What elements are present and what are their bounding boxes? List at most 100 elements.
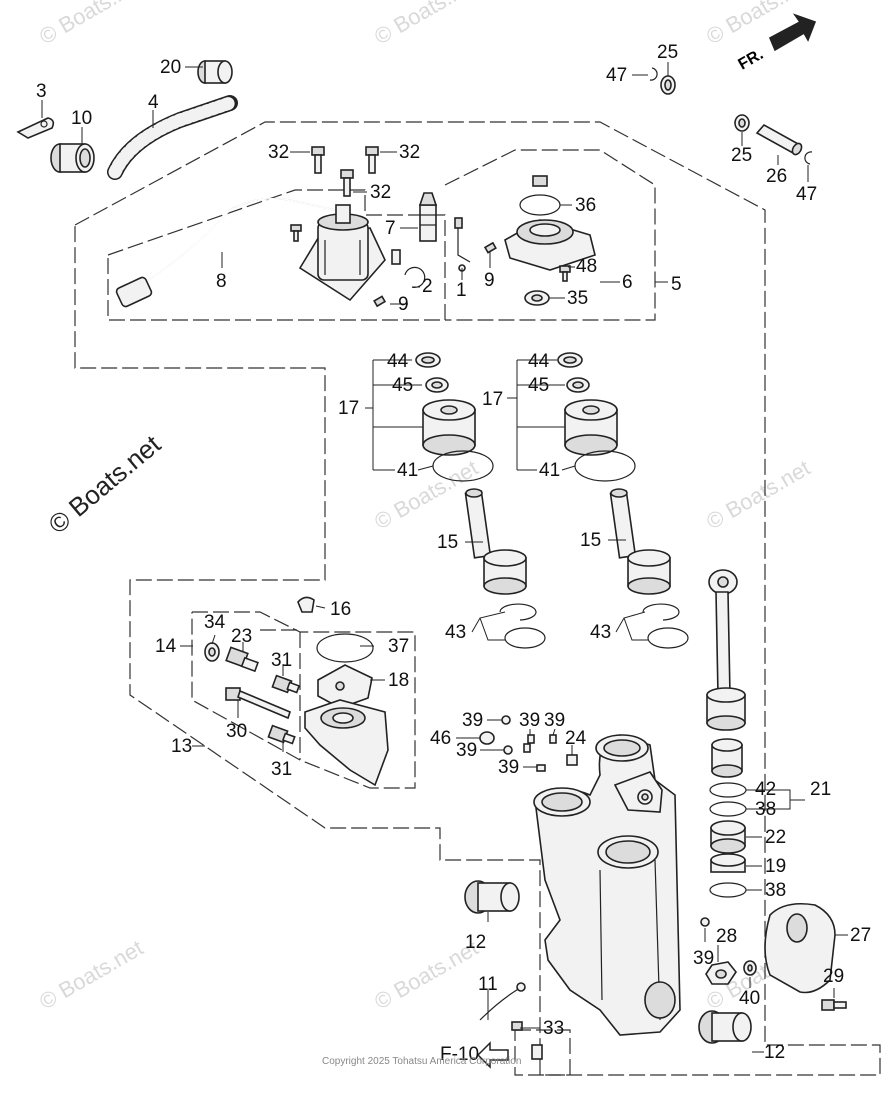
copyright-text: Copyright 2025 Tohatsu America Corporati… <box>322 1056 521 1067</box>
label-part-21: 21 <box>810 779 831 800</box>
label-part-40: 40 <box>739 988 760 1009</box>
label-part-42: 42 <box>755 779 776 800</box>
label-part-41: 41 <box>397 460 418 481</box>
label-part-39: 39 <box>544 710 565 731</box>
label-part-45: 45 <box>528 375 549 396</box>
part-wire-11 <box>479 982 526 1021</box>
part-sleeve-20 <box>197 60 233 84</box>
part-clip-2 <box>391 249 426 288</box>
label-part-39: 39 <box>693 948 714 969</box>
part-screw-48 <box>559 265 571 282</box>
part-motor-harness-8 <box>115 198 336 308</box>
watermark-main: © Boats.net <box>43 429 167 540</box>
label-part-39: 39 <box>519 710 540 731</box>
part-bolt-32-b <box>365 146 379 174</box>
boundary-assembly-5 <box>74 121 881 1076</box>
leader-lines <box>41 62 848 1053</box>
part-valve-23 <box>225 646 259 673</box>
label-part-24: 24 <box>565 728 587 749</box>
label-part-28: 28 <box>716 926 737 947</box>
part-pin-9-a <box>483 241 497 254</box>
label-part-46: 46 <box>430 728 451 749</box>
label-part-39: 39 <box>462 710 483 731</box>
part-clip-47-a <box>649 67 658 81</box>
part-collar-25-a <box>660 75 676 95</box>
part-plate-18 <box>317 664 373 709</box>
label-part-15: 15 <box>580 530 601 551</box>
label-part-17: 17 <box>338 398 359 419</box>
watermark: © Boats.net <box>702 455 814 534</box>
part-seal-36 <box>519 175 561 216</box>
label-part-31: 31 <box>271 759 292 780</box>
label-part-36: 36 <box>575 195 596 216</box>
callout-labels: 3 10 4 20 32 32 32 7 8 2 9 1 9 36 48 35 … <box>36 42 871 1063</box>
label-part-12: 12 <box>465 932 486 953</box>
label-part-1: 1 <box>456 280 467 301</box>
label-part-32: 32 <box>399 142 420 163</box>
label-part-43: 43 <box>590 622 611 643</box>
label-part-22: 22 <box>765 827 786 848</box>
label-part-44: 44 <box>528 351 550 372</box>
part-grommet-12-a <box>464 880 520 914</box>
part-motor-7 <box>298 204 386 302</box>
ref-label: F-10 <box>440 1044 479 1065</box>
label-part-7: 7 <box>385 218 396 239</box>
label-part-29: 29 <box>823 966 844 987</box>
part-nut-34 <box>204 642 220 662</box>
label-part-32: 32 <box>370 182 391 203</box>
part-washer-40 <box>743 960 757 976</box>
label-part-5: 5 <box>671 274 682 295</box>
label-part-4: 4 <box>148 92 159 113</box>
label-part-32: 32 <box>268 142 289 163</box>
part-cylinder-body <box>533 734 681 1036</box>
label-part-25: 25 <box>657 42 678 63</box>
label-part-16: 16 <box>330 599 351 620</box>
label-part-47: 47 <box>796 184 817 205</box>
part-valve-7 <box>418 192 438 242</box>
part-screw-33 <box>511 1021 543 1060</box>
label-part-18: 18 <box>388 670 409 691</box>
label-part-19: 19 <box>765 856 786 877</box>
label-part-3: 3 <box>36 81 47 102</box>
label-part-38: 38 <box>765 880 786 901</box>
label-part-27: 27 <box>850 925 871 946</box>
label-part-14: 14 <box>155 636 177 657</box>
part-bolt-32-c <box>340 169 354 197</box>
watermark: © Boats.net <box>35 935 147 1014</box>
label-part-33: 33 <box>543 1018 564 1039</box>
label-part-12: 12 <box>764 1042 785 1063</box>
label-part-30: 30 <box>226 721 247 742</box>
label-part-39: 39 <box>456 740 477 761</box>
cylinder-set-right <box>557 352 689 649</box>
label-part-13: 13 <box>171 736 192 757</box>
part-valve-31-a <box>271 674 301 694</box>
label-part-23: 23 <box>231 626 252 647</box>
part-clip-3 <box>16 117 55 139</box>
label-part-43: 43 <box>445 622 466 643</box>
part-nut-28 <box>705 961 737 985</box>
label-part-20: 20 <box>160 57 181 78</box>
part-cover-27 <box>764 902 836 994</box>
boundary-motor-group <box>107 189 446 321</box>
label-part-9: 9 <box>484 270 495 291</box>
part-shaft-26 <box>755 123 803 156</box>
label-part-35: 35 <box>567 288 588 309</box>
part-screw-29 <box>821 999 847 1011</box>
label-part-11: 11 <box>478 974 498 995</box>
label-part-15: 15 <box>437 532 458 553</box>
label-part-41: 41 <box>539 460 560 481</box>
label-part-44: 44 <box>387 351 409 372</box>
label-part-17: 17 <box>482 389 503 410</box>
part-bolt-32-a <box>311 146 325 174</box>
part-fittings-39-group <box>479 715 578 772</box>
label-part-26: 26 <box>766 166 787 187</box>
part-screw-small <box>290 224 302 242</box>
boundary-pump-group <box>444 149 656 321</box>
label-part-6: 6 <box>622 272 633 293</box>
watermark: © Boats.net <box>35 0 147 49</box>
label-part-8: 8 <box>216 271 227 292</box>
part-grommet-12-b <box>698 1010 752 1044</box>
boundary-valve-subgroup <box>260 629 301 760</box>
label-part-2: 2 <box>422 276 433 297</box>
